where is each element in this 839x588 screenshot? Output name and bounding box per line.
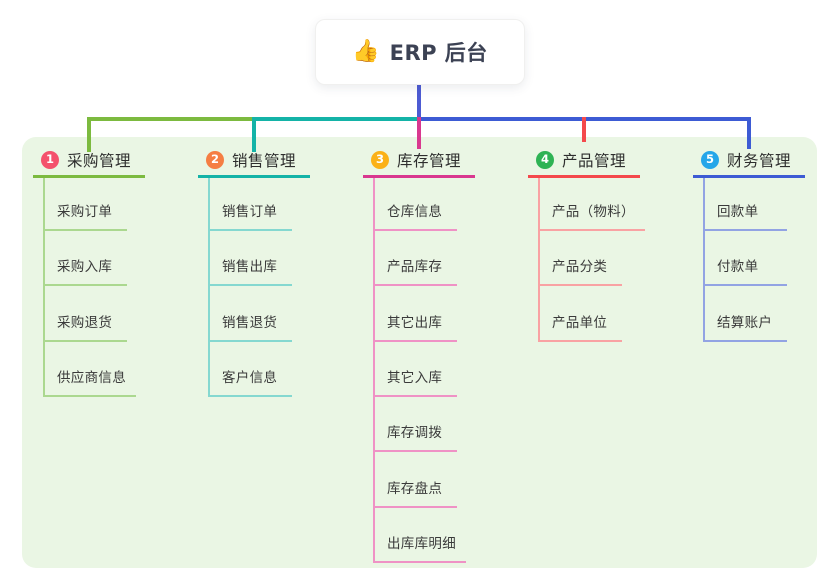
branch-label: 采购管理: [67, 152, 132, 170]
root-connector-line: [417, 84, 421, 121]
branch-number-badge: 2: [206, 151, 224, 169]
branch-spine-line: [373, 178, 375, 563]
sub-node[interactable]: 产品分类: [538, 252, 622, 287]
branch-number-badge: 3: [371, 151, 389, 169]
root-node-title: ERP 后台: [389, 41, 488, 65]
branch-label: 库存管理: [397, 152, 462, 170]
sub-node[interactable]: 其它入库: [373, 363, 457, 397]
sub-node-label: 产品库存: [387, 259, 443, 276]
sub-node-label: 采购订单: [57, 204, 113, 221]
branch-spine-line: [538, 178, 540, 342]
sub-node[interactable]: 销售出库: [208, 252, 292, 287]
root-node-erp-backend[interactable]: 👍 ERP 后台: [315, 19, 525, 85]
sub-node-label: 销售订单: [222, 204, 278, 221]
sub-node[interactable]: 库存调拨: [373, 418, 457, 453]
branch-underline: [363, 175, 475, 178]
branch-underline: [693, 175, 805, 178]
sub-node[interactable]: 采购退货: [43, 308, 127, 342]
sub-node-label: 仓库信息: [387, 204, 443, 221]
sub-node[interactable]: 产品（物料）: [538, 197, 645, 231]
branch-1-drop-line: [87, 117, 91, 152]
branch-node-3[interactable]: 3 库存管理: [363, 146, 475, 174]
sub-node-label: 产品（物料）: [552, 204, 635, 221]
sub-node-label: 销售退货: [222, 314, 278, 331]
sub-node[interactable]: 库存盘点: [373, 474, 457, 508]
sub-node-label: 销售出库: [222, 259, 278, 276]
sub-node[interactable]: 采购订单: [43, 197, 127, 231]
sub-node[interactable]: 销售订单: [208, 197, 292, 231]
sub-node-label: 产品分类: [552, 259, 608, 276]
branch-underline: [198, 175, 310, 178]
branch-2-horizontal-line: [252, 117, 421, 121]
branch-3-drop-line: [417, 117, 421, 149]
branch-1-horizontal-line: [87, 117, 256, 121]
sub-node-label: 供应商信息: [57, 370, 126, 387]
sub-node[interactable]: 付款单: [703, 252, 787, 287]
sub-node[interactable]: 回款单: [703, 197, 787, 231]
branch-underline: [33, 175, 145, 178]
sub-node[interactable]: 产品库存: [373, 252, 457, 287]
branch-label: 产品管理: [562, 152, 627, 170]
branch-label: 销售管理: [232, 152, 297, 170]
sub-node[interactable]: 出库库明细: [373, 529, 466, 563]
sub-node-label: 其它入库: [387, 370, 443, 387]
branch-node-1[interactable]: 1 采购管理: [33, 146, 145, 174]
sub-node[interactable]: 结算账户: [703, 308, 787, 342]
branch-node-4[interactable]: 4 产品管理: [528, 146, 640, 174]
thumbs-up-icon: 👍: [352, 39, 380, 64]
sub-node[interactable]: 供应商信息: [43, 363, 136, 397]
sub-node-label: 采购入库: [57, 259, 113, 276]
sub-node[interactable]: 采购入库: [43, 252, 127, 287]
sub-node-label: 采购退货: [57, 314, 113, 331]
sub-node[interactable]: 其它出库: [373, 308, 457, 342]
branch-node-5[interactable]: 5 财务管理: [693, 146, 805, 174]
sub-node-label: 库存盘点: [387, 480, 443, 497]
sub-node-label: 结算账户: [717, 314, 773, 331]
sub-node-label: 出库库明细: [387, 535, 456, 552]
sub-node-label: 客户信息: [222, 370, 278, 387]
branch-spine-line: [43, 178, 45, 397]
branch-node-2[interactable]: 2 销售管理: [198, 146, 310, 174]
branch-underline: [528, 175, 640, 178]
sub-node[interactable]: 销售退货: [208, 308, 292, 342]
branch-spine-line: [208, 178, 210, 397]
sub-node[interactable]: 客户信息: [208, 363, 292, 397]
branch-number-badge: 4: [536, 151, 554, 169]
branch-number-badge: 5: [701, 151, 719, 169]
branches-panel-background: [22, 137, 817, 568]
sub-node-label: 产品单位: [552, 314, 608, 331]
branch-4-drop-line: [582, 117, 586, 142]
branch-number-badge: 1: [41, 151, 59, 169]
sub-node-label: 库存调拨: [387, 425, 443, 442]
branch-5-drop-line: [747, 117, 751, 149]
sub-node-label: 付款单: [717, 259, 759, 276]
sub-node-label: 回款单: [717, 204, 759, 221]
branch-spine-line: [703, 178, 705, 342]
branch-label: 财务管理: [727, 152, 792, 170]
sub-node-label: 其它出库: [387, 314, 443, 331]
sub-node[interactable]: 仓库信息: [373, 197, 457, 231]
sub-node[interactable]: 产品单位: [538, 308, 622, 342]
branch-2-drop-line: [252, 117, 256, 152]
